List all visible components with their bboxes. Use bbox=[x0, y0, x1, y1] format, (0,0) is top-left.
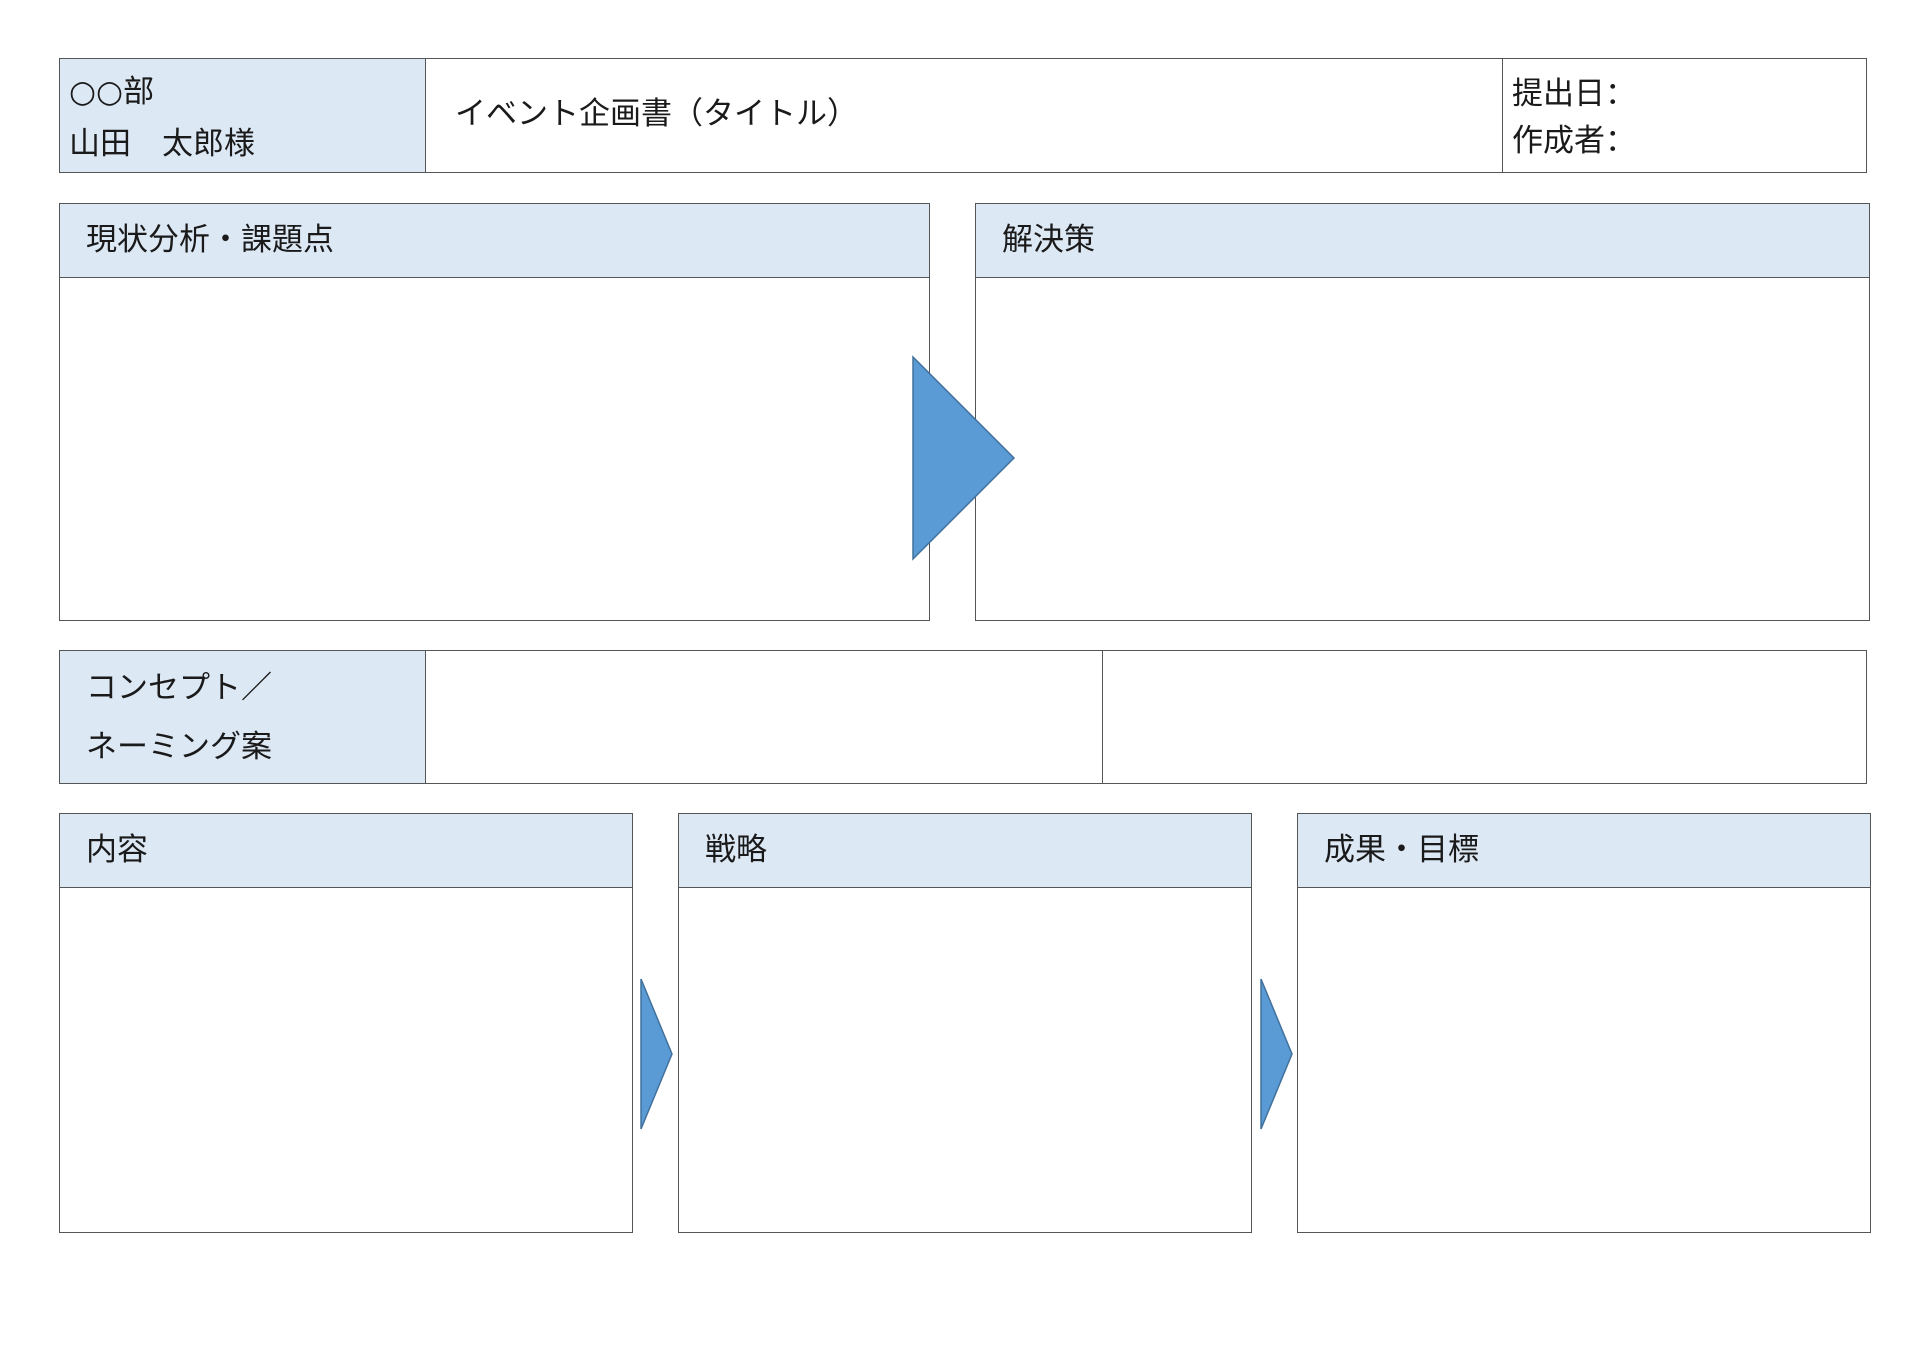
document-title: イベント企画書（タイトル） bbox=[455, 96, 858, 132]
small-flow-arrow-icon bbox=[1260, 978, 1294, 1131]
concept-label-line1: コンセプト／ bbox=[86, 670, 272, 706]
result-panel-body[interactable] bbox=[1297, 887, 1871, 1233]
strategy-panel-body[interactable] bbox=[678, 887, 1252, 1233]
small-flow-arrow-icon bbox=[640, 978, 674, 1131]
recipient-name: 山田 太郎様 bbox=[69, 126, 255, 162]
concept-input-cell-1[interactable] bbox=[425, 650, 1103, 784]
content-panel-header: 内容 bbox=[59, 813, 633, 888]
result-panel-header: 成果・目標 bbox=[1297, 813, 1871, 888]
solution-panel-body[interactable] bbox=[975, 277, 1870, 621]
department-name: ○○部 bbox=[69, 74, 155, 110]
concept-input-cell-2[interactable] bbox=[1102, 650, 1867, 784]
analysis-panel-header: 現状分析・課題点 bbox=[59, 203, 930, 278]
solution-panel-header: 解決策 bbox=[975, 203, 1870, 278]
submit-date-label: 提出日： bbox=[1512, 76, 1636, 112]
analysis-panel-title: 現状分析・課題点 bbox=[86, 222, 334, 258]
header-department-cell: ○○部 山田 太郎様 bbox=[59, 58, 426, 173]
concept-label-line2: ネーミング案 bbox=[86, 729, 272, 765]
content-panel-body[interactable] bbox=[59, 887, 633, 1233]
result-panel-title: 成果・目標 bbox=[1324, 832, 1479, 868]
large-flow-arrow-icon bbox=[912, 355, 1016, 561]
strategy-panel-header: 戦略 bbox=[678, 813, 1252, 888]
header-title-cell: イベント企画書（タイトル） bbox=[425, 58, 1503, 173]
content-panel-title: 内容 bbox=[86, 832, 148, 868]
analysis-panel-body[interactable] bbox=[59, 277, 930, 621]
concept-label-cell: コンセプト／ ネーミング案 bbox=[59, 650, 426, 784]
solution-panel-title: 解決策 bbox=[1002, 222, 1095, 258]
author-label: 作成者： bbox=[1512, 123, 1636, 159]
strategy-panel-title: 戦略 bbox=[705, 832, 767, 868]
header-meta-cell: 提出日： 作成者： bbox=[1502, 58, 1867, 173]
